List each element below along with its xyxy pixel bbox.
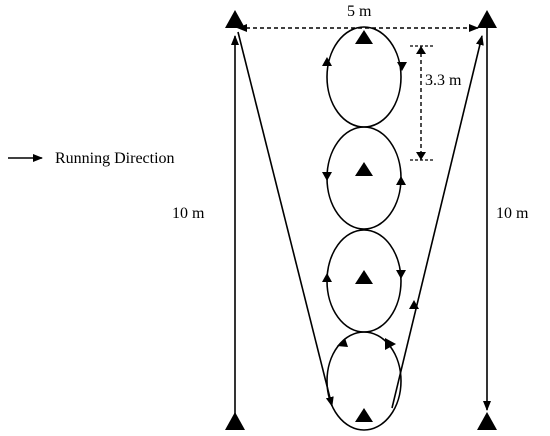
- cone-triangle-icon: [355, 270, 373, 284]
- cone-triangle-icon: [477, 412, 497, 430]
- right-side-line: 10 m: [483, 28, 529, 411]
- down-arrow-icon: [337, 338, 348, 347]
- cone-triangle-icon: [355, 162, 373, 176]
- top-width-label: 5 m: [347, 3, 372, 20]
- right-arrow-icon: [385, 338, 396, 350]
- up-arrow-icon: [396, 176, 406, 185]
- top-width-dimension: 5 m: [237, 3, 479, 32]
- cone-triangle-icon: [225, 412, 245, 430]
- cone-triangle-icon: [355, 408, 373, 422]
- cone-triangle-icon: [477, 10, 497, 28]
- down-arrow-icon: [396, 270, 406, 279]
- legend: Running Direction: [8, 150, 175, 167]
- down-arrow-icon: [322, 172, 332, 181]
- cones: [225, 10, 497, 430]
- right-length-label: 10 m: [496, 205, 529, 222]
- down-arrow-icon: [397, 62, 407, 71]
- circle-2: [326, 126, 402, 230]
- right-diagonal-line: [391, 35, 484, 409]
- cone-triangle-icon: [225, 10, 245, 28]
- circle-height-label: 3.3 m: [425, 72, 462, 89]
- up-arrow-icon: [322, 57, 332, 66]
- left-side-line: 10 m: [172, 35, 239, 414]
- up-arrow-icon: [409, 300, 419, 309]
- left-diagonal-line: [237, 31, 334, 407]
- left-length-label: 10 m: [172, 205, 205, 222]
- cone-triangle-icon: [355, 30, 373, 44]
- up-arrow-icon: [322, 273, 332, 282]
- circle-direction-arrows: [322, 57, 419, 350]
- circle-height-dimension: 3.3 m: [410, 45, 462, 161]
- circle-4: [326, 331, 402, 431]
- legend-label: Running Direction: [55, 150, 175, 167]
